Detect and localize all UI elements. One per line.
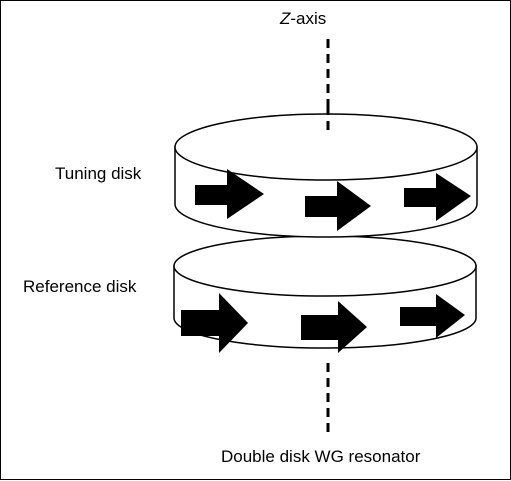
right-arrow-icon: [301, 301, 367, 353]
reference-disk-top: [173, 235, 477, 297]
z-axis-label: Z-axis: [279, 9, 326, 28]
tuning-disk-label: Tuning disk: [55, 164, 142, 183]
right-arrow-icon: [181, 293, 248, 353]
diagram-caption: Double disk WG resonator: [221, 447, 421, 466]
reference-disk: [173, 235, 477, 353]
tuning-disk-top: [174, 113, 478, 181]
reference-disk-label: Reference disk: [23, 277, 137, 296]
right-arrow-icon: [195, 169, 264, 219]
tuning-disk: [174, 106, 478, 238]
right-arrow-icon: [305, 181, 371, 231]
right-arrow-icon: [400, 294, 465, 338]
right-arrow-icon: [404, 173, 471, 221]
